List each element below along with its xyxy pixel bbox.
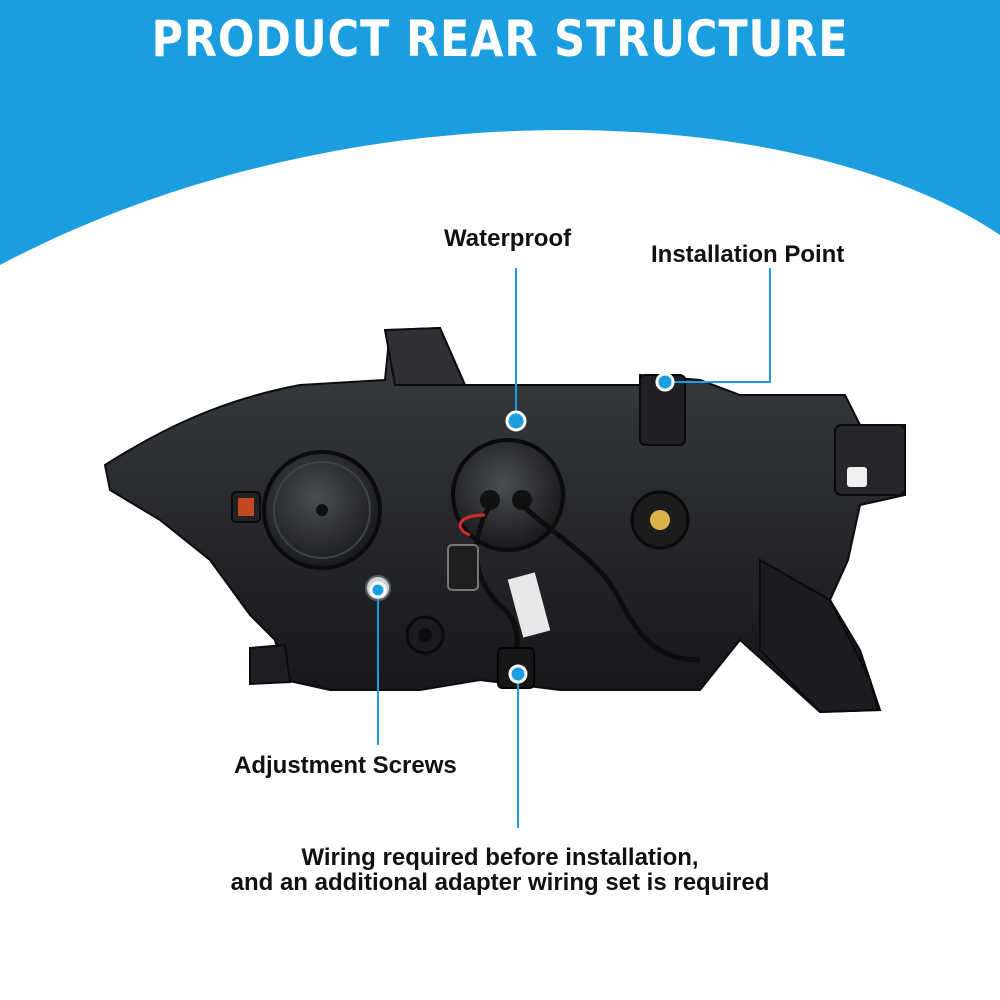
wiring-dot (508, 664, 528, 684)
installation-point-dot (655, 372, 675, 392)
waterproof-dot (505, 410, 527, 432)
adjustment-screw-dot (369, 581, 387, 599)
header-banner (0, 0, 1000, 265)
wiring-note-line2: and an additional adapter wiring set is … (230, 869, 770, 896)
callout-waterproof: Waterproof (444, 225, 572, 252)
page-title: PRODUCT REAR STRUCTURE (151, 10, 849, 68)
callout-lines (369, 268, 771, 828)
callout-adjustment-screws: Adjustment Screws (234, 752, 457, 779)
callout-installation-point: Installation Point (651, 241, 845, 268)
headlight-housing (103, 326, 906, 714)
wiring-note-line1: Wiring required before installation, (301, 844, 699, 871)
